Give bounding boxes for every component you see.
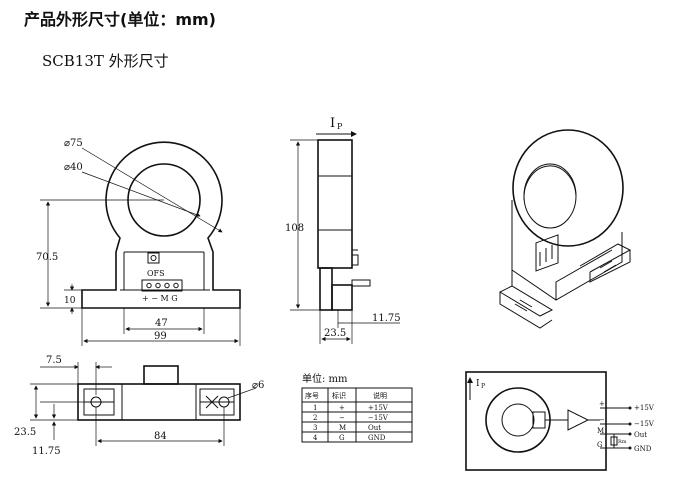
side-width-label: 23.5 [324,328,346,339]
bottom-view: 7.5 ⌀6 23.5 11.75 84 [14,355,264,457]
bottom-left-label-1: 23.5 [14,427,36,438]
side-foot-left [319,267,333,311]
pins-label: + − M G [142,294,178,303]
pin-row-2-desc: −15V [368,414,389,422]
pin-row-3-mark: M [339,424,346,432]
bottom-width-label: 84 [154,431,167,442]
bottom-top-label: 7.5 [46,355,62,366]
side-offset-label: 11.75 [372,313,401,324]
pin-table: 单位: mm 序号 标识 说明 1 + +15V 2 − −15V 3 M Ou… [301,372,413,443]
dia-inner-leader [81,171,201,217]
schematic-minus: − [599,416,605,424]
schematic-out-gnd: GND [634,445,652,453]
side-height-label: 108 [285,223,304,234]
schematic-plus: + [599,400,605,408]
schematic-core-inner [501,403,535,437]
pin-row-1-mark: + [339,404,345,412]
pin-row-3-no: 3 [313,424,317,432]
schematic-out-out: Out [634,431,647,439]
schematic-current-sub: P [481,383,485,390]
front-body-outline [81,141,241,309]
front-connector [141,279,183,292]
amplifier-icon [567,409,590,431]
rm-resistor-icon [610,436,618,446]
pin-row-4-no: 4 [313,434,318,442]
front-height-label: 70.5 [36,252,58,263]
side-current-sub: P [337,122,343,131]
bottom-tab [143,365,179,385]
dia-outer-leader [81,147,223,233]
schematic: I P + − M G Rm +15V −15V Out GND [465,371,655,471]
ofs-label: OFS [147,269,165,278]
schematic-m: M [597,427,604,435]
pin-row-2-no: 2 [313,414,317,422]
dia-inner-label: ⌀40 [64,162,83,173]
side-foot-right [331,284,353,311]
pin-row-1-no: 1 [313,404,317,412]
schematic-rm: Rm [618,439,627,445]
front-base-label: 10 [64,296,76,306]
pin-row-4-mark: G [339,434,345,442]
front-width-inner-label: 47 [155,318,168,329]
side-body [317,139,353,269]
front-view: OFS + − M G ⌀75 ⌀40 70.5 10 47 99 [36,138,241,346]
pin-row-2-mark: − [339,414,345,422]
isometric-view [498,129,632,329]
product-subtitle: SCB13T 外形尺寸 [42,52,169,70]
iso-ring-outer [512,129,624,247]
bottom-left-label-2: 11.75 [32,446,61,457]
schematic-frame [465,371,607,471]
schematic-core-outer [485,387,551,453]
page-title: 产品外形尺寸(单位：mm) [24,10,216,29]
side-current-label: I [330,116,335,131]
schematic-out-plus: +15V [634,404,655,412]
pin-table-header-desc: 说明 [373,391,387,400]
pin-table-header-mark: 标识 [332,391,346,400]
ofs-pot-icon [147,252,160,264]
pin-table-header-no: 序号 [305,391,319,400]
pin-row-1-desc: +15V [368,404,389,412]
schematic-out-minus: −15V [634,420,655,428]
front-width-outer-label: 99 [154,331,167,342]
pin-table-unit: 单位: mm [302,372,348,385]
pin-row-4-desc: GND [368,434,386,442]
schematic-g: G [597,441,603,449]
dia-outer-label: ⌀75 [64,138,83,149]
pin-row-3-desc: Out [368,424,381,432]
side-view: I P 108 23.5 11.75 [285,116,401,344]
bottom-hole-label: ⌀6 [252,380,264,391]
schematic-current-label: I [476,379,480,389]
